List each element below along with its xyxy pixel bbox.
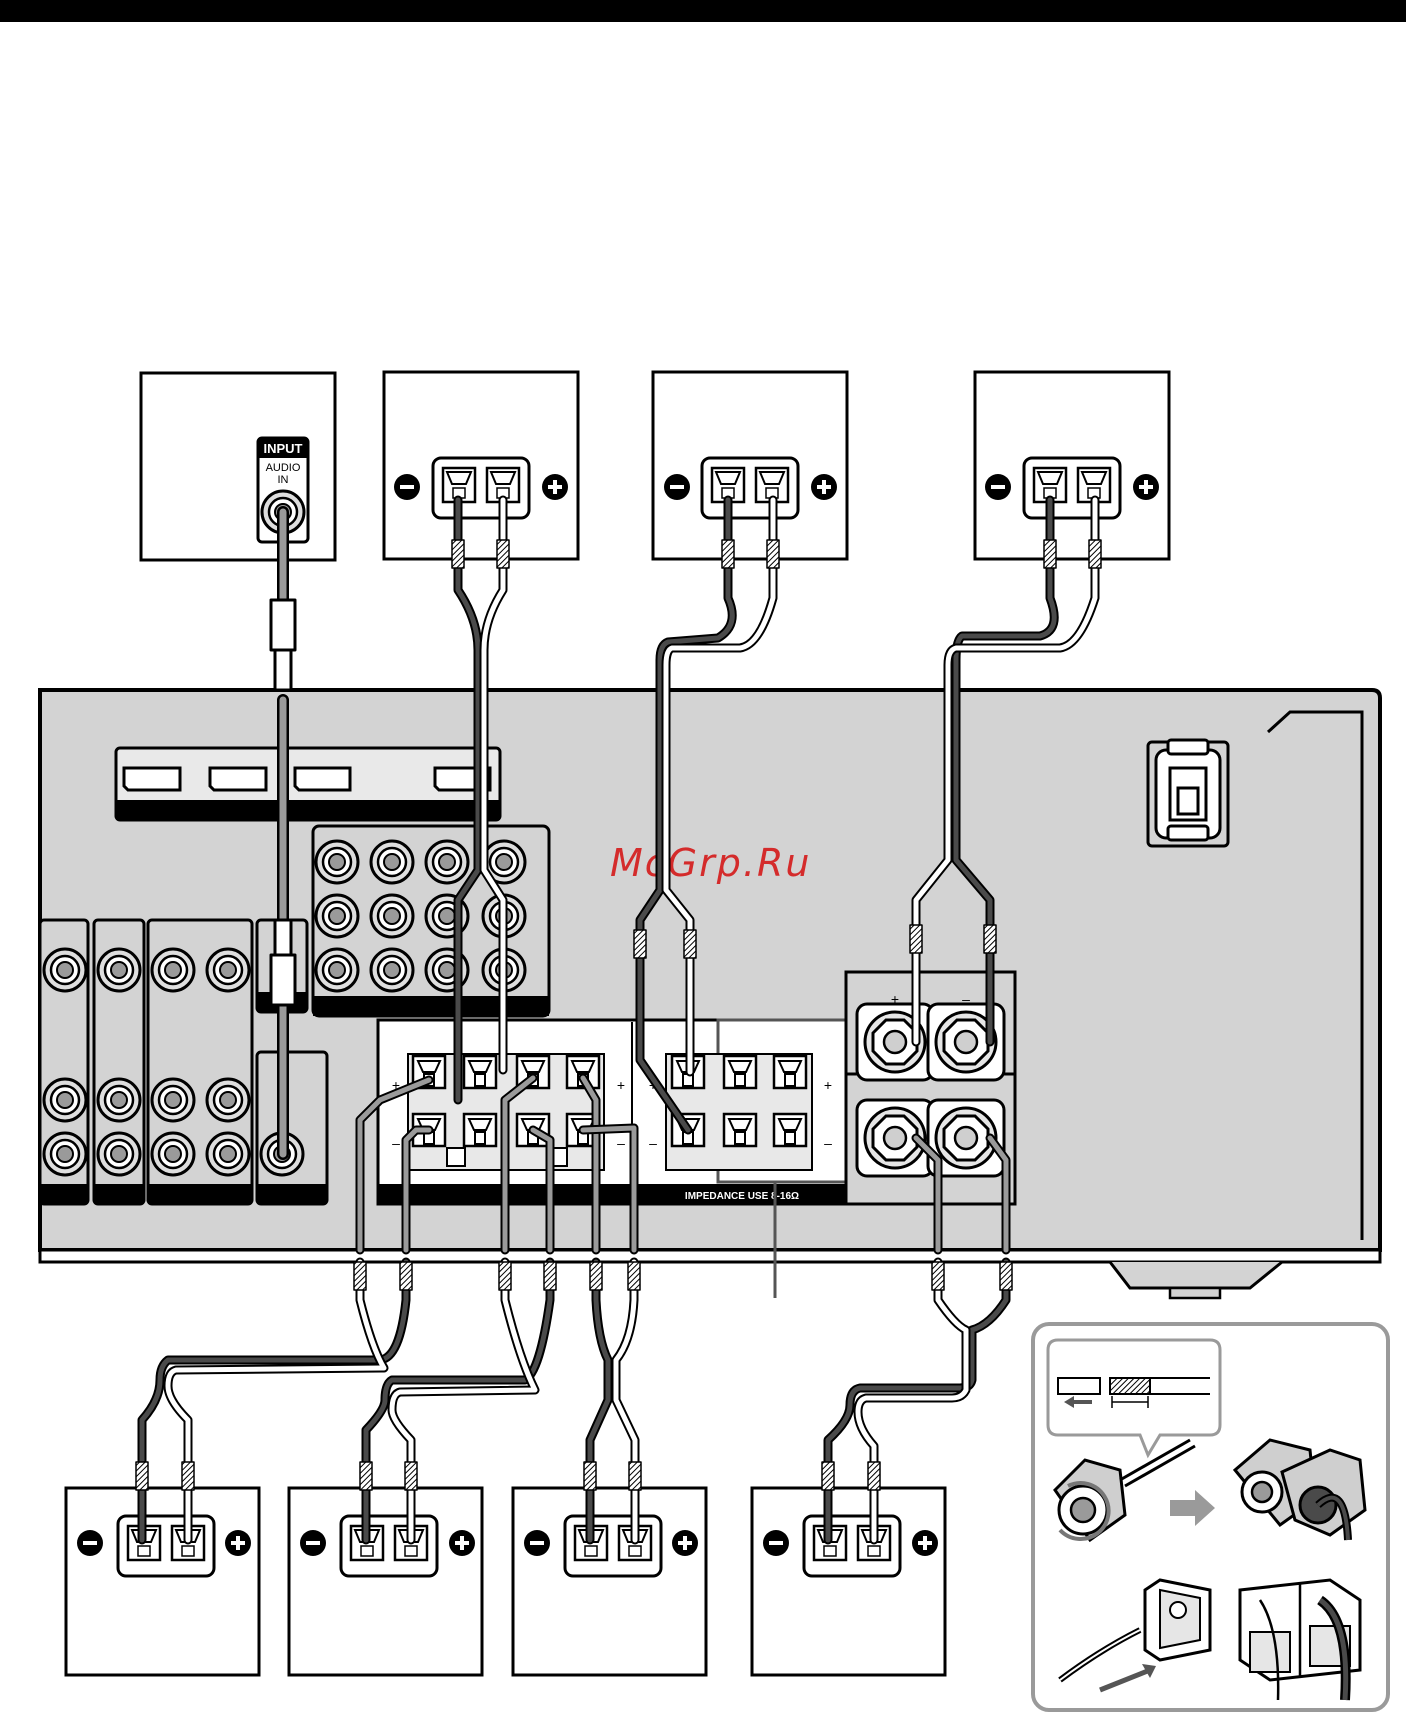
plus-icon xyxy=(912,1530,938,1556)
minus-icon xyxy=(664,474,690,500)
speaker-box xyxy=(289,1488,482,1675)
terminal-plus-label: + xyxy=(617,1077,625,1093)
speaker-box xyxy=(653,372,847,559)
hdmi-port xyxy=(124,768,490,790)
audio-in-label: AUDIO xyxy=(266,462,301,474)
terminal-minus-label: – xyxy=(617,1135,625,1151)
speaker-box xyxy=(384,372,578,559)
stripped-wire-ends xyxy=(136,1262,1012,1490)
speaker-box xyxy=(513,1488,706,1675)
minus-icon xyxy=(394,474,420,500)
plus-icon xyxy=(811,474,837,500)
speaker-box xyxy=(975,372,1169,559)
terminal-minus-label: – xyxy=(824,1135,832,1151)
header-bar xyxy=(0,0,1406,22)
wire-connection-inset xyxy=(1033,1324,1388,1710)
terminal-minus-label: – xyxy=(649,1135,657,1151)
terminal-plus-label: + xyxy=(824,1077,832,1093)
audio-in-label: IN xyxy=(278,474,289,486)
plus-icon xyxy=(225,1530,251,1556)
plus-icon xyxy=(672,1530,698,1556)
impedance-label: IMPEDANCE USE 8-16Ω xyxy=(685,1191,799,1202)
minus-icon xyxy=(985,474,1011,500)
speaker-box xyxy=(752,1488,945,1675)
minus-icon xyxy=(77,1530,103,1556)
input-header: INPUT xyxy=(264,441,303,456)
receiver-rear-panel: + – + + + + – – – – IMPEDANCE USE 8-16Ω xyxy=(40,690,1380,1298)
minus-icon xyxy=(524,1530,550,1556)
ac-inlet xyxy=(1148,740,1228,846)
terminal-minus-label: – xyxy=(392,1135,400,1151)
subwoofer-input-box: INPUT AUDIO IN xyxy=(141,373,335,560)
plus-icon xyxy=(542,474,568,500)
minus-icon xyxy=(763,1530,789,1556)
plus-icon xyxy=(449,1530,475,1556)
plus-icon xyxy=(1133,474,1159,500)
watermark: McGrp.Ru xyxy=(610,841,811,885)
speaker-box xyxy=(66,1488,259,1675)
minus-icon xyxy=(300,1530,326,1556)
